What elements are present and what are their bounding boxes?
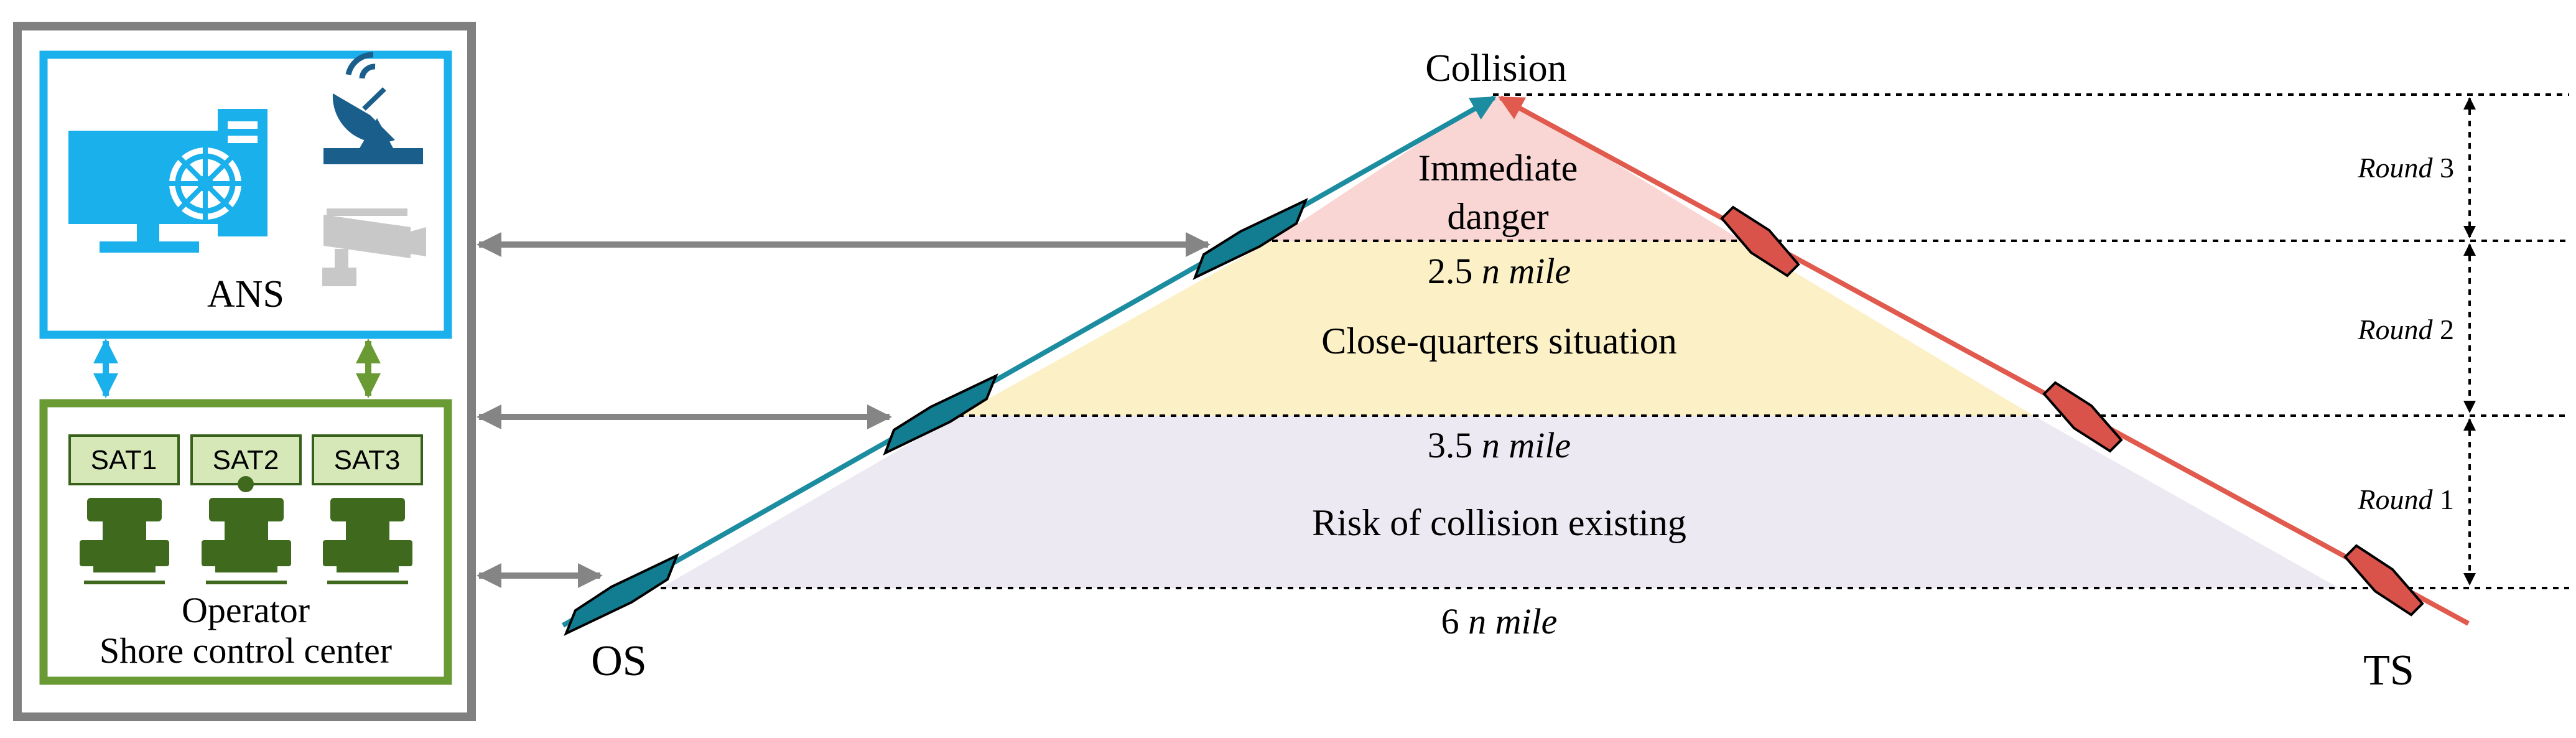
sat-label-3: SAT3 bbox=[334, 445, 401, 475]
outer-frame bbox=[13, 22, 476, 721]
os-ship-round1 bbox=[564, 553, 679, 637]
sat-station-1: SAT1 bbox=[68, 434, 180, 584]
distance-6: 6 n mile bbox=[1441, 601, 1558, 642]
ans-panel: ANS bbox=[39, 50, 452, 339]
os-ship-round3 bbox=[1193, 197, 1308, 280]
ts-trajectory bbox=[1498, 95, 2470, 626]
operator-label: Operator bbox=[182, 590, 310, 630]
round2-label: Round 2 bbox=[2357, 314, 2454, 345]
ts-ship-round1 bbox=[2343, 544, 2424, 617]
collision-label: Collision bbox=[1425, 47, 1566, 90]
satellite-dish-icon bbox=[323, 52, 423, 164]
ts-ship-round3 bbox=[1720, 205, 1800, 278]
sat-station-3: SAT3 bbox=[312, 434, 423, 584]
zone-close-quarters bbox=[958, 241, 2034, 416]
ts-label: TS bbox=[2363, 647, 2414, 694]
sat-station-2: SAT2 bbox=[190, 434, 302, 584]
shore-center-label: Shore control center bbox=[100, 630, 392, 671]
operator-seat-icon bbox=[323, 498, 412, 584]
ship-wheel-icon bbox=[167, 145, 244, 222]
shore-control-panel: SAT1 SAT2 SAT3 bbox=[39, 399, 452, 685]
close-quarters-label: Close-quarters situation bbox=[1321, 320, 1677, 362]
distance-3-5: 3.5 n mile bbox=[1428, 425, 1571, 465]
round3-label: Round 3 bbox=[2357, 152, 2454, 184]
camera-icon bbox=[322, 208, 426, 286]
risk-of-collision-label: Risk of collision existing bbox=[1312, 502, 1686, 543]
zone-immediate-danger bbox=[1272, 96, 1742, 241]
ts-ship-round2 bbox=[2042, 381, 2123, 453]
sat-label-2: SAT2 bbox=[213, 445, 279, 475]
zone-risk-of-collision bbox=[661, 416, 2339, 588]
os-trajectory bbox=[562, 95, 1497, 628]
os-label: OS bbox=[591, 637, 646, 685]
distance-2-5: 2.5 n mile bbox=[1428, 251, 1571, 291]
immediate-danger-label-line1: Immediate bbox=[1418, 147, 1578, 189]
sat-label-1: SAT1 bbox=[91, 445, 157, 475]
os-ship-round2 bbox=[883, 373, 998, 455]
ans-label: ANS bbox=[207, 273, 284, 315]
round1-label: Round 1 bbox=[2357, 483, 2454, 515]
operator-seat-icon bbox=[80, 498, 169, 584]
immediate-danger-label-line2: danger bbox=[1447, 196, 1548, 237]
operator-seat-icon bbox=[202, 498, 291, 584]
